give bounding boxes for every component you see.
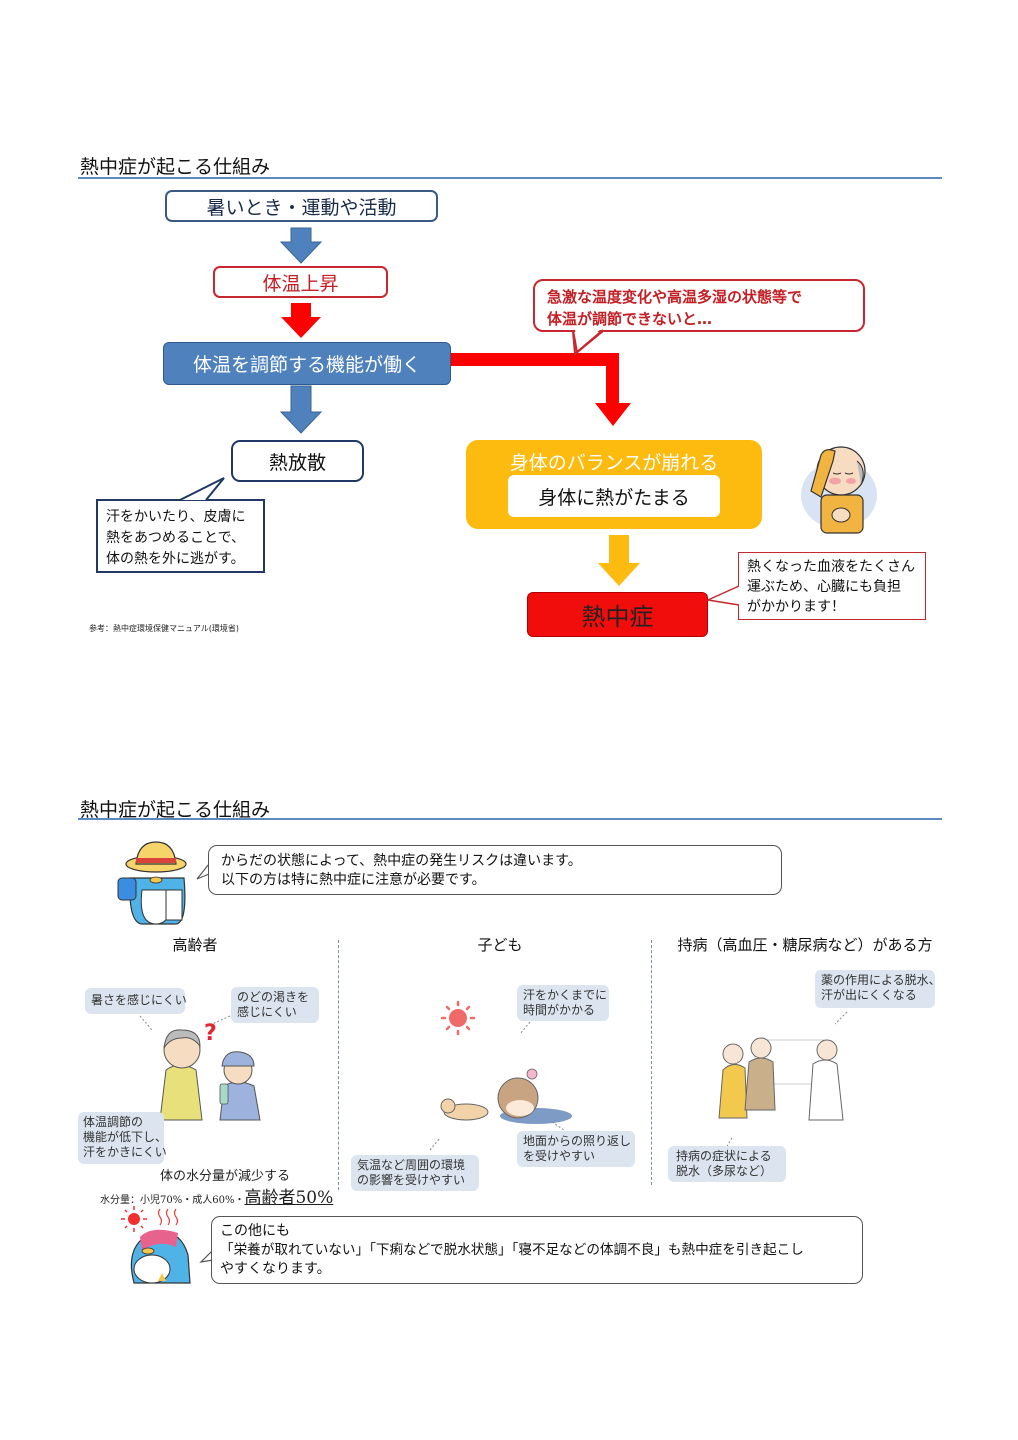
sudden-change-line-2: 体温が調節できないと… bbox=[547, 310, 713, 328]
tag-illness-symptoms: 持病の症状による 脱水（多尿など） bbox=[668, 1146, 786, 1182]
tag-line: 機能が低下し、 bbox=[83, 1130, 168, 1144]
tag-child-ground: 地面からの照り返し を受けやすい bbox=[517, 1131, 635, 1167]
dissipation-note-callout: 汗をかいたり、皮膚に 熱をあつめることで、 体の熱を外に逃がす。 bbox=[96, 499, 265, 573]
sun-icon bbox=[440, 1000, 476, 1036]
arrow-down-blue-icon bbox=[279, 227, 323, 264]
tag-line: 汗をかきにくい bbox=[83, 1145, 167, 1159]
intro-speech-bubble: からだの状態によって、熱中症の発生リスクは違います。 以下の方は特に熱中症に注意… bbox=[208, 845, 782, 895]
reference-note: 参考：熱中症環境保健マニュアル(環境省) bbox=[89, 624, 240, 633]
leader-lines bbox=[139, 1015, 231, 1031]
balance-inner-box: 身体に熱がたまる bbox=[508, 475, 720, 517]
sudden-change-callout: 急激な温度変化や高温多湿の状態等で 体温が調節できないと… bbox=[533, 279, 865, 332]
speech-tail bbox=[199, 1249, 214, 1263]
elderly-and-child-illustration: ? bbox=[159, 1021, 261, 1121]
hot-penguin-illustration bbox=[121, 1206, 191, 1284]
blood-note-callout: 熱くなった血液をたくさん 運ぶため、心臓にも負担 がかかります！ bbox=[738, 552, 926, 620]
blood-note-line-2: 運ぶため、心臓にも負担 bbox=[747, 579, 901, 595]
tag-elderly-regulation: 体温調節の 機能が低下し、 汗をかきにくい bbox=[78, 1112, 168, 1164]
svg-text:?: ? bbox=[204, 1021, 217, 1046]
tag-line: 感じにくい bbox=[237, 1005, 297, 1019]
column-divider bbox=[651, 940, 652, 1185]
flow-start-box: 暑いとき・運動や活動 bbox=[165, 190, 438, 222]
dissipation-note-line-3: 体の熱を外に逃がす。 bbox=[106, 551, 245, 567]
tag-elderly-heat: 暑さを感じにくい bbox=[85, 988, 187, 1014]
column-heading-elderly: 高齢者 bbox=[172, 936, 218, 954]
blood-note-line-1: 熱くなった血液をたくさん bbox=[747, 559, 915, 575]
tag-line: 気温など周囲の環境 bbox=[357, 1158, 466, 1172]
blood-note-line-3: がかかります！ bbox=[747, 599, 845, 615]
water-ratio-elderly: 高齢者50% bbox=[244, 1188, 334, 1208]
speech-tail bbox=[196, 863, 210, 880]
patients-and-doctor-illustration bbox=[718, 1011, 848, 1151]
section1-title: 熱中症が起こる仕組み bbox=[80, 156, 271, 178]
outro-line-1: この他にも bbox=[220, 1223, 290, 1239]
callout-tail-cover bbox=[572, 329, 604, 354]
tag-line: 地面からの照り返し bbox=[523, 1134, 632, 1148]
child-and-dog-illustration bbox=[429, 1021, 572, 1151]
tag-child-sweat: 汗をかくまでに 時間がかかる bbox=[517, 985, 609, 1021]
penguin-mascot-illustration bbox=[117, 841, 187, 925]
elderly-man-heat-illustration bbox=[801, 446, 877, 534]
elbow-arrow-red-icon bbox=[451, 353, 631, 426]
section2-title-rule bbox=[78, 818, 942, 820]
tag-line: の影響を受けやすい bbox=[357, 1173, 466, 1187]
outro-line-3: やすくなります。 bbox=[220, 1261, 331, 1277]
tag-line: 持病の症状による bbox=[676, 1149, 772, 1163]
tag-line: 薬の作用による脱水、 bbox=[821, 973, 941, 987]
outro-speech-bubble: この他にも 「栄養が取れていない」「下痢などで脱水状態」「寝不足などの体調不良」… bbox=[211, 1216, 863, 1284]
tag-child-environment: 気温など周囲の環境 の影響を受けやすい bbox=[351, 1155, 479, 1191]
water-ratio-text: 水分量：小児70%・成人60%・高齢者50% bbox=[100, 1183, 333, 1208]
tag-line: を受けやすい bbox=[523, 1149, 596, 1163]
balance-title: 身体のバランスが崩れる bbox=[509, 452, 719, 474]
arrow-down-red-icon bbox=[281, 303, 321, 338]
flow-heat-dissipation-box: 熱放散 bbox=[231, 440, 364, 482]
dissipation-note-line-2: 熱をあつめることで、 bbox=[106, 530, 246, 546]
intro-line-1: からだの状態によって、熱中症の発生リスクは違います。 bbox=[221, 853, 582, 869]
tag-elderly-thirst: のどの渇きを 感じにくい bbox=[231, 987, 319, 1023]
tag-line: 体温調節の bbox=[83, 1115, 144, 1129]
arrow-down-orange-icon bbox=[598, 535, 640, 586]
intro-line-2: 以下の方は特に熱中症に注意が必要です。 bbox=[221, 872, 486, 888]
flow-balance-box: 身体のバランスが崩れる 身体に熱がたまる bbox=[466, 440, 762, 529]
column-heading-children: 子ども bbox=[477, 936, 523, 954]
tag-line: 脱水（多尿など） bbox=[676, 1164, 773, 1178]
tag-illness-medication: 薬の作用による脱水、 汗が出にくくなる bbox=[815, 970, 941, 1008]
column-heading-chronic-illness: 持病（高血圧・糖尿病など）がある方 bbox=[677, 936, 933, 954]
column-divider bbox=[338, 940, 339, 1190]
water-ratio-prefix: 水分量：小児70%・成人60%・ bbox=[100, 1195, 245, 1206]
flow-heatstroke-box: 熱中症 bbox=[527, 592, 708, 637]
arrow-down-blue-icon bbox=[279, 385, 323, 434]
tag-line: のどの渇きを bbox=[237, 990, 310, 1004]
flow-temperature-rise-box: 体温上昇 bbox=[213, 266, 388, 298]
callout-tail-blue bbox=[179, 477, 225, 501]
water-decrease-text: 体の水分量が減少する bbox=[160, 1169, 291, 1184]
tag-line: 暑さを感じにくい bbox=[91, 993, 187, 1007]
tag-line: 汗をかくまでに bbox=[523, 988, 608, 1002]
callout-tail-red-small bbox=[705, 585, 740, 606]
section1-title-rule bbox=[78, 177, 942, 179]
tag-line: 汗が出にくくなる bbox=[821, 988, 917, 1002]
dissipation-note-line-1: 汗をかいたり、皮膚に bbox=[106, 509, 246, 525]
sudden-change-line-1: 急激な温度変化や高温多湿の状態等で bbox=[547, 288, 803, 306]
outro-line-2: 「栄養が取れていない」「下痢などで脱水状態」「寝不足などの体調不良」も熱中症を引… bbox=[220, 1242, 804, 1258]
flow-regulation-box: 体温を調節する機能が働く bbox=[163, 342, 451, 385]
tag-line: 時間がかかる bbox=[523, 1003, 596, 1017]
section2-title: 熱中症が起こる仕組み bbox=[80, 799, 271, 821]
